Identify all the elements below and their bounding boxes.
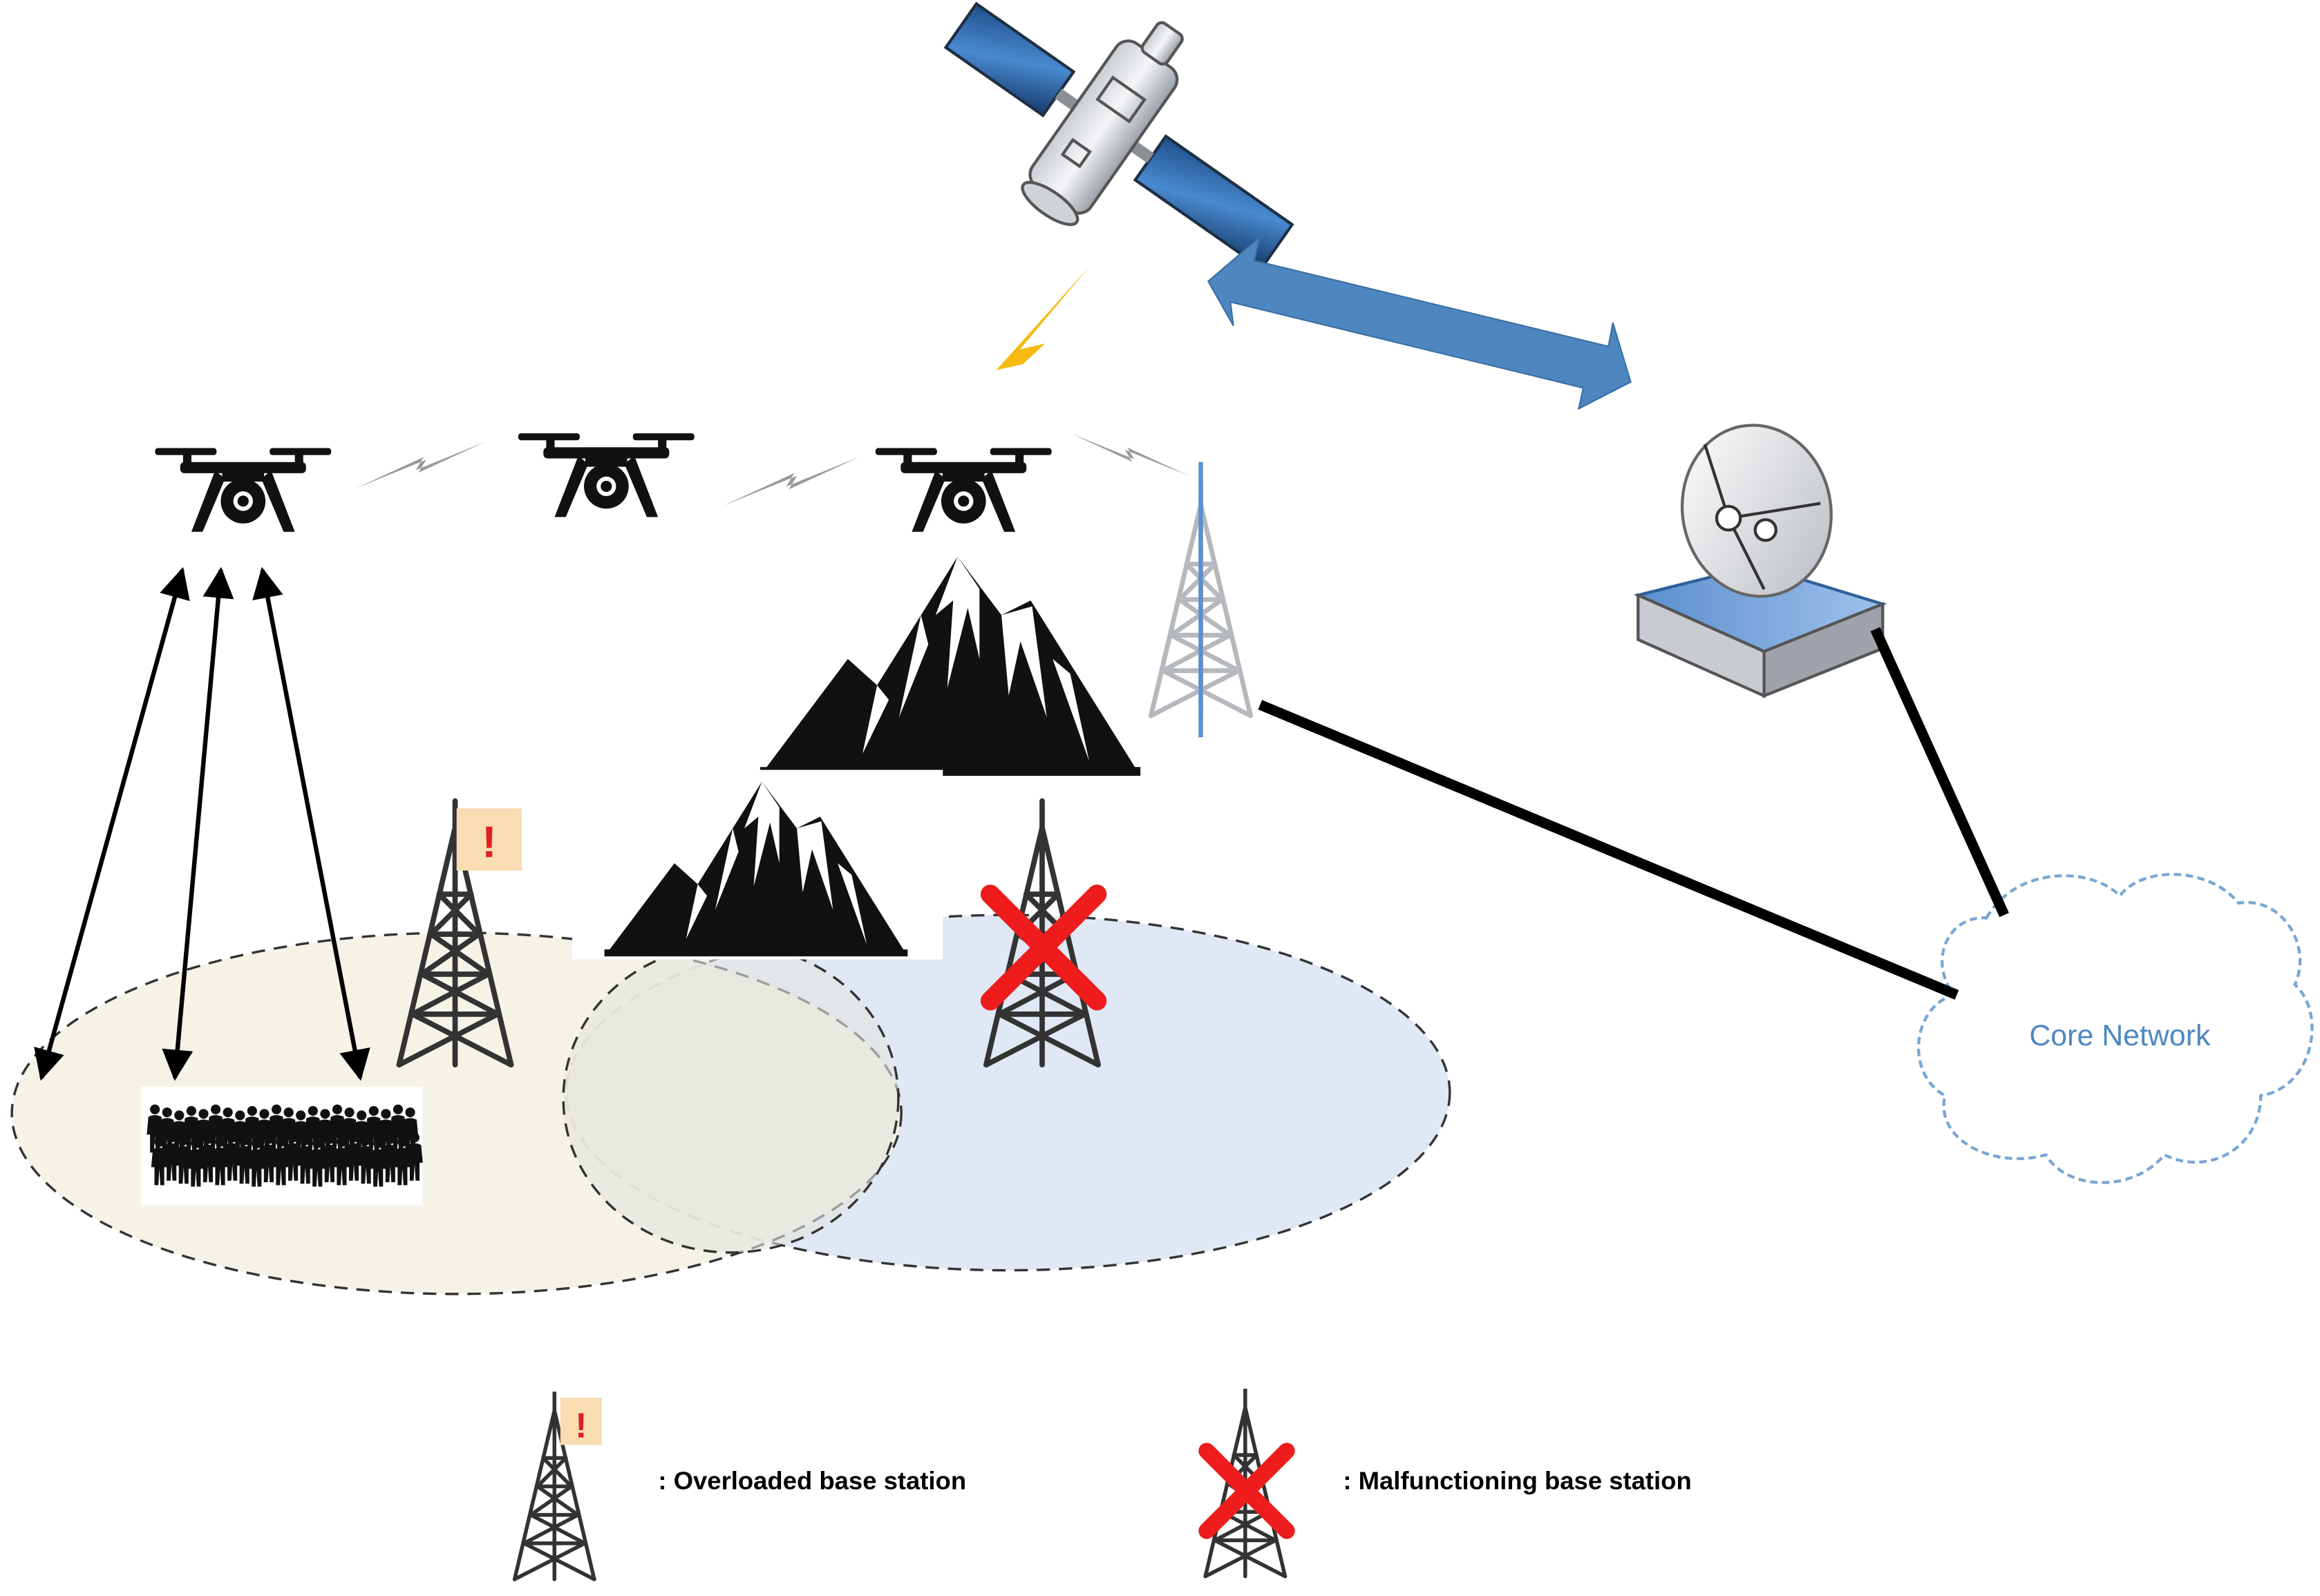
satellite-link-arrow: [1207, 234, 1632, 410]
satellite-icon: [943, 1, 1294, 271]
drone-icon-2: [518, 433, 695, 517]
legend-overloaded-warning-icon: !: [575, 1405, 587, 1445]
ground-station-backhaul-line: [1870, 627, 2009, 918]
lightning-icon: [934, 266, 1090, 448]
mountain-front-icon: [572, 770, 943, 960]
drone-ground-link-arrow-1: [34, 567, 190, 1081]
drone-ground-link-arrow-2: [162, 567, 234, 1081]
overload-warning-badge: [456, 808, 522, 871]
drone-link-icon-2: [723, 456, 860, 506]
core-network-cloud: [1916, 873, 2314, 1184]
mountain-back-icon: [755, 547, 1144, 779]
legend-malfunctioning-label: : Malfunctioning base station: [1343, 1467, 1691, 1495]
drone-ground-link-arrow-3: [252, 567, 370, 1081]
drone-link-icon-1: [355, 441, 487, 488]
tower-backhaul-line: [1258, 700, 1959, 1000]
ground-station-icon: [1633, 424, 1887, 699]
drone-link-icon-3: [1070, 433, 1189, 476]
drone-icon-1: [155, 448, 332, 532]
legend-malfunction-cross-icon: [1198, 1443, 1295, 1539]
core-network-label: Core Network: [2029, 1019, 2211, 1052]
drone-icon-3: [875, 448, 1052, 532]
overload-warning-icon: !: [482, 817, 496, 867]
connected-base-station-icon: [1151, 462, 1250, 738]
malfunction-cross-icon: [980, 884, 1107, 1011]
legend-overloaded-badge: [560, 1397, 602, 1445]
user-crowd-icon: [140, 1086, 423, 1206]
coverage-overlap-outline: [562, 943, 900, 1254]
legend-overloaded-label: : Overloaded base station: [658, 1467, 966, 1495]
